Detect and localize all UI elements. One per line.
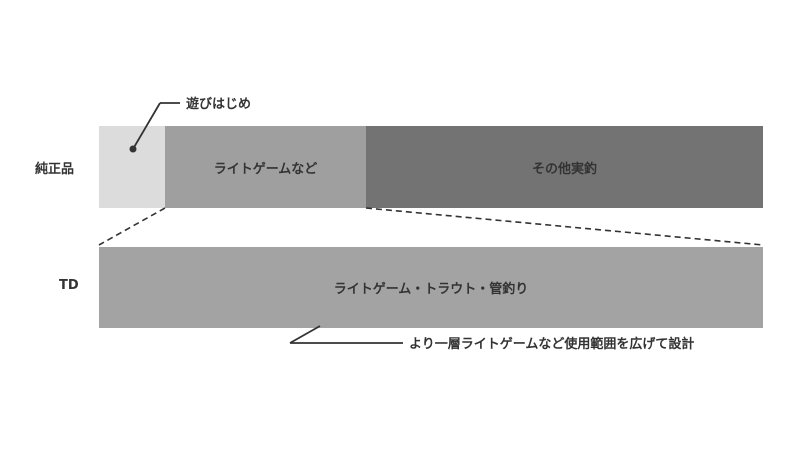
segment-beginner [99,126,165,208]
td-bar: ライトゲーム・トラウト・管釣り [99,247,763,328]
segment-light-game-label: ライトゲームなど [213,161,318,177]
segment-other: その他実釣 [366,126,763,208]
annotation-leader-diagonal [289,325,321,344]
td-bar-label: ライトゲーム・トラウト・管釣り [333,282,529,297]
segment-light-game: ライトゲームなど [165,126,366,208]
annotation-text: より一層ライトゲームなど使用範囲を広げて設計 [409,337,695,352]
zoom-line-right [365,207,764,246]
row-label-td: TD [59,278,79,293]
zoom-line-left [98,207,166,246]
row-label-genuine: 純正品 [35,162,75,177]
callout-beginner-label: 遊びはじめ [186,97,252,112]
segment-other-label: その他実釣 [531,161,597,177]
